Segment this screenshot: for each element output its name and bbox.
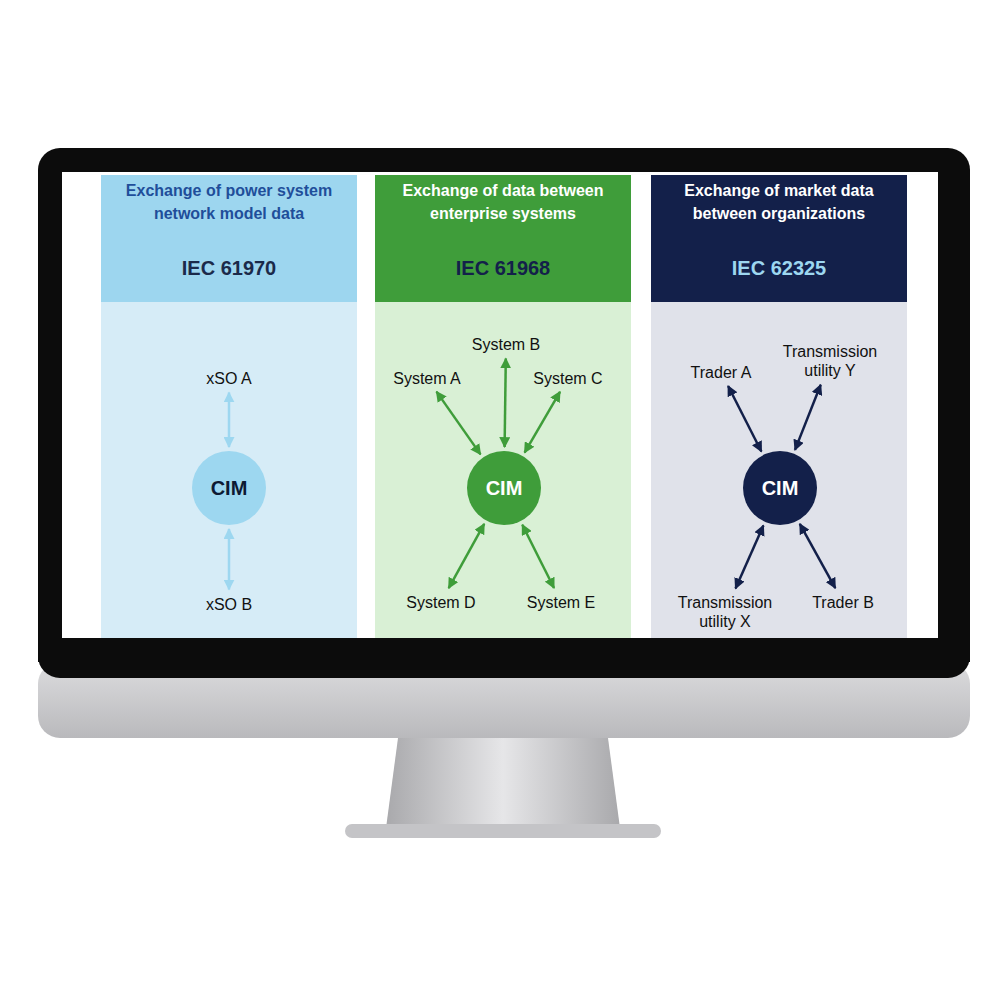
system-label: xSO A [174, 369, 284, 388]
node-label: System D [391, 593, 491, 612]
system-label: System C [520, 369, 616, 388]
system-label: Trader B [793, 593, 893, 612]
system-label: Trader A [671, 363, 771, 382]
standard-panel: Exchange of power system network model d… [101, 175, 357, 638]
monitor-stand [386, 738, 620, 828]
panel-heading: Exchange of power system network model d… [109, 179, 349, 225]
exchange-arrow [728, 386, 761, 452]
exchange-arrow [228, 393, 231, 448]
node-label: Transmission utility X [667, 593, 783, 631]
exchange-arrow [522, 525, 554, 588]
exchange-arrow [525, 392, 560, 453]
system-label: Transmission utility Y [772, 342, 888, 380]
standard-number: IEC 61968 [379, 255, 627, 281]
system-label: System D [391, 593, 491, 612]
panel-heading: Exchange of market data between organiza… [659, 179, 899, 225]
panel-body [101, 175, 357, 638]
system-label: xSO B [174, 595, 284, 614]
system-label: System A [379, 369, 475, 388]
node-label: System A [379, 369, 475, 388]
node-label: System C [520, 369, 616, 388]
panel-heading: Exchange of data between enterprise syst… [383, 179, 623, 225]
node-label: xSO B [174, 595, 284, 614]
standard-number: IEC 62325 [655, 255, 903, 281]
exchange-arrow [736, 526, 764, 589]
panel-header [375, 175, 631, 302]
standard-panel: Exchange of data between enterprise syst… [375, 175, 631, 638]
exchange-arrow [437, 392, 481, 455]
monitor-bezel [38, 640, 970, 662]
panel-body [375, 175, 631, 638]
system-label: System E [511, 593, 611, 612]
cim-circle: CIM [192, 451, 266, 525]
node-label: xSO A [174, 369, 284, 388]
node-label: Trader A [671, 363, 771, 382]
standard-number: IEC 61970 [105, 255, 353, 281]
node-label: Transmission utility Y [772, 342, 888, 380]
screen [62, 172, 938, 638]
system-label: System B [451, 335, 561, 354]
exchange-arrow [449, 524, 485, 588]
exchange-arrow [228, 529, 231, 590]
node-label: CIM [486, 479, 523, 498]
node-label: System B [451, 335, 561, 354]
standard-panel: Exchange of market data between organiza… [651, 175, 907, 638]
monitor-bezel [38, 148, 970, 678]
panel-header [651, 175, 907, 302]
exchange-arrow [800, 524, 836, 588]
panel-header [101, 175, 357, 302]
cim-circle: CIM [743, 451, 817, 525]
exchange-arrow [505, 359, 506, 448]
node-label: System E [511, 593, 611, 612]
node-label: CIM [211, 479, 248, 498]
system-label: Transmission utility X [667, 593, 783, 631]
cim-circle: CIM [467, 451, 541, 525]
exchange-arrow [795, 385, 821, 450]
node-label: CIM [762, 479, 799, 498]
node-label: Trader B [793, 593, 893, 612]
panel-body [651, 175, 907, 638]
monitor-base [345, 824, 661, 838]
